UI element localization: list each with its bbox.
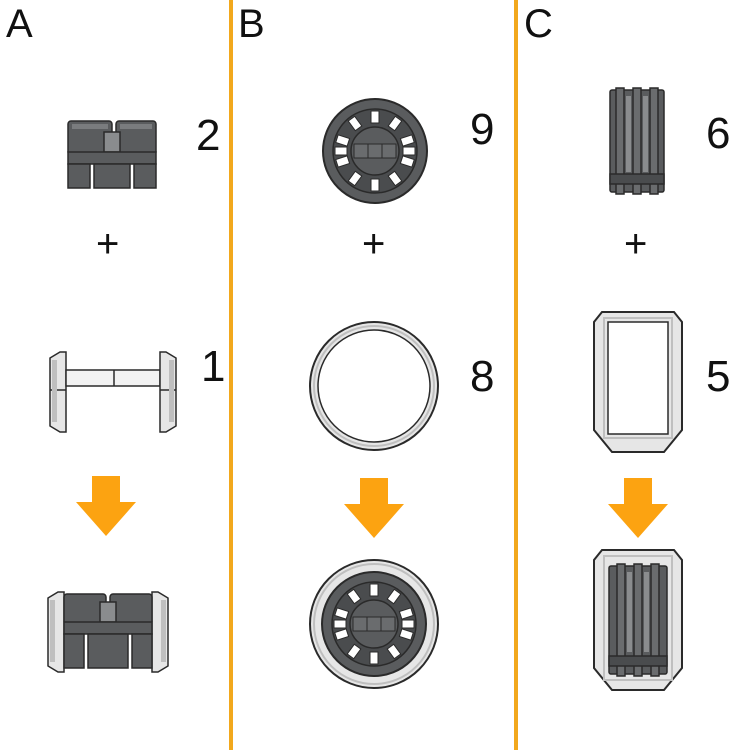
result-arrow-a: [76, 476, 136, 536]
part-8-ring-icon: [306, 318, 442, 454]
part-number-2: 2: [196, 111, 221, 160]
part-1-bracket-icon: [48, 350, 178, 434]
plus-sign-c: +: [624, 222, 648, 266]
part-9-wheel-icon: [320, 96, 430, 206]
part-5-frame-icon: [592, 310, 684, 454]
part-number-5: 5: [706, 352, 731, 401]
assembled-result-c-icon: [592, 548, 684, 692]
part-number-6: 6: [706, 109, 731, 158]
part-number-8: 8: [470, 352, 495, 401]
panel-letter-b: B: [238, 2, 265, 46]
part-6-rail-block-icon: [608, 86, 666, 196]
part-number-1: 1: [201, 342, 226, 391]
panel-divider-left: [229, 0, 233, 750]
result-arrow-c: [608, 478, 668, 538]
part-number-9: 9: [470, 105, 495, 154]
panel-letter-c: C: [524, 2, 553, 46]
assembled-result-a-icon: [46, 590, 170, 674]
plus-sign-b: +: [362, 222, 386, 266]
panel-letter-a: A: [6, 2, 33, 46]
assembled-result-b-icon: [306, 556, 442, 692]
panel-divider-right: [514, 0, 518, 750]
result-arrow-b: [344, 478, 404, 538]
part-2-clip-icon: [66, 118, 158, 190]
plus-sign-a: +: [96, 222, 120, 266]
